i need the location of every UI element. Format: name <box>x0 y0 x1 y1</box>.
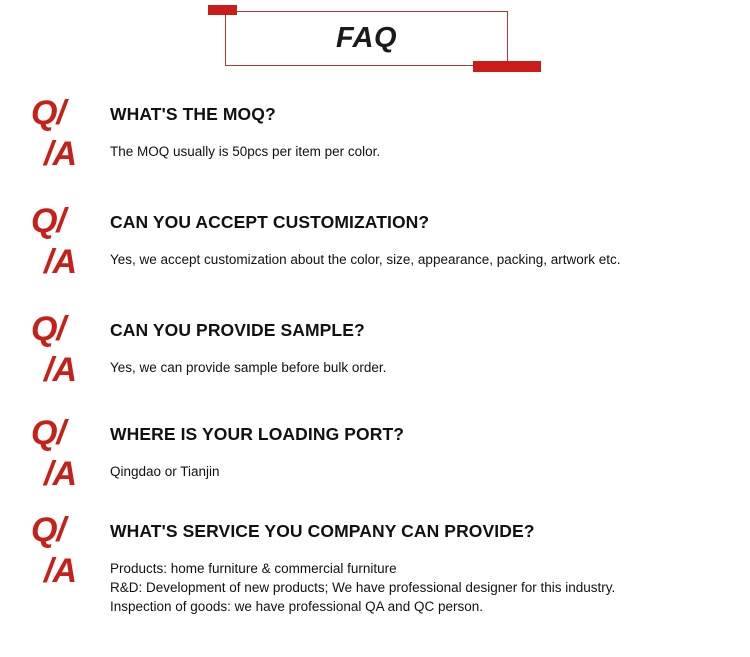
faq-answer: Products: home furniture & commercial fu… <box>110 542 740 616</box>
header-frame-outline <box>225 11 508 66</box>
answer-marker: /A <box>44 243 77 281</box>
answer-line: Qingdao or Tianjin <box>110 464 220 479</box>
faq-answer: Yes, we accept customization about the c… <box>110 233 740 269</box>
faq-item: Q/ /A WHAT'S SERVICE YOU COMPANY CAN PRO… <box>0 509 750 639</box>
faq-list: Q/ /A WHAT'S THE MOQ? The MOQ usually is… <box>0 92 750 639</box>
faq-item: Q/ /A CAN YOU ACCEPT CUSTOMIZATION? Yes,… <box>0 200 750 308</box>
page-title: FAQ <box>335 22 398 54</box>
faq-question: WHAT'S THE MOQ? <box>110 104 276 124</box>
faq-item: Q/ /A CAN YOU PROVIDE SAMPLE? Yes, we ca… <box>0 308 750 412</box>
faq-question: CAN YOU PROVIDE SAMPLE? <box>110 320 365 340</box>
faq-item: Q/ /A WHERE IS YOUR LOADING PORT? Qingda… <box>0 412 750 509</box>
faq-item: Q/ /A WHAT'S THE MOQ? The MOQ usually is… <box>0 92 750 200</box>
question-marker: Q/ <box>31 511 66 549</box>
answer-line: R&D: Development of new products; We hav… <box>110 580 616 596</box>
faq-answer: Yes, we can provide sample before bulk o… <box>110 341 740 377</box>
faq-body: WHAT'S THE MOQ? The MOQ usually is 50pcs… <box>110 92 750 161</box>
faq-body: WHERE IS YOUR LOADING PORT? Qingdao or T… <box>110 412 750 481</box>
question-marker: Q/ <box>31 202 66 240</box>
faq-question: CAN YOU ACCEPT CUSTOMIZATION? <box>110 212 430 232</box>
question-marker: Q/ <box>31 310 66 348</box>
faq-body: WHAT'S SERVICE YOU COMPANY CAN PROVIDE? … <box>110 509 750 616</box>
faq-question: WHAT'S SERVICE YOU COMPANY CAN PROVIDE? <box>110 521 535 541</box>
qa-marker: Q/ /A <box>0 92 110 171</box>
faq-body: CAN YOU ACCEPT CUSTOMIZATION? Yes, we ac… <box>110 200 750 269</box>
qa-marker: Q/ /A <box>0 509 110 588</box>
header-accent-block-bottom-right <box>473 61 541 72</box>
answer-marker: /A <box>44 351 77 389</box>
qa-marker: Q/ /A <box>0 200 110 279</box>
qa-marker: Q/ /A <box>0 308 110 387</box>
question-marker: Q/ <box>31 414 66 452</box>
answer-line: Yes, we accept customization about the c… <box>110 252 621 267</box>
answer-line: The MOQ usually is 50pcs per item per co… <box>110 144 381 159</box>
faq-answer: The MOQ usually is 50pcs per item per co… <box>110 125 740 161</box>
answer-marker: /A <box>44 135 77 173</box>
answer-line: Products: home furniture & commercial fu… <box>110 561 397 576</box>
answer-marker: /A <box>44 455 77 493</box>
question-marker: Q/ <box>31 94 66 132</box>
faq-header-banner: FAQ <box>0 0 750 92</box>
qa-marker: Q/ /A <box>0 412 110 491</box>
header-accent-block-top-left <box>208 5 237 15</box>
faq-body: CAN YOU PROVIDE SAMPLE? Yes, we can prov… <box>110 308 750 377</box>
faq-answer: Qingdao or Tianjin <box>110 445 740 481</box>
answer-line: Inspection of goods: we have professiona… <box>110 599 483 615</box>
faq-question: WHERE IS YOUR LOADING PORT? <box>110 424 405 444</box>
answer-marker: /A <box>44 552 77 590</box>
answer-line: Yes, we can provide sample before bulk o… <box>110 360 387 375</box>
